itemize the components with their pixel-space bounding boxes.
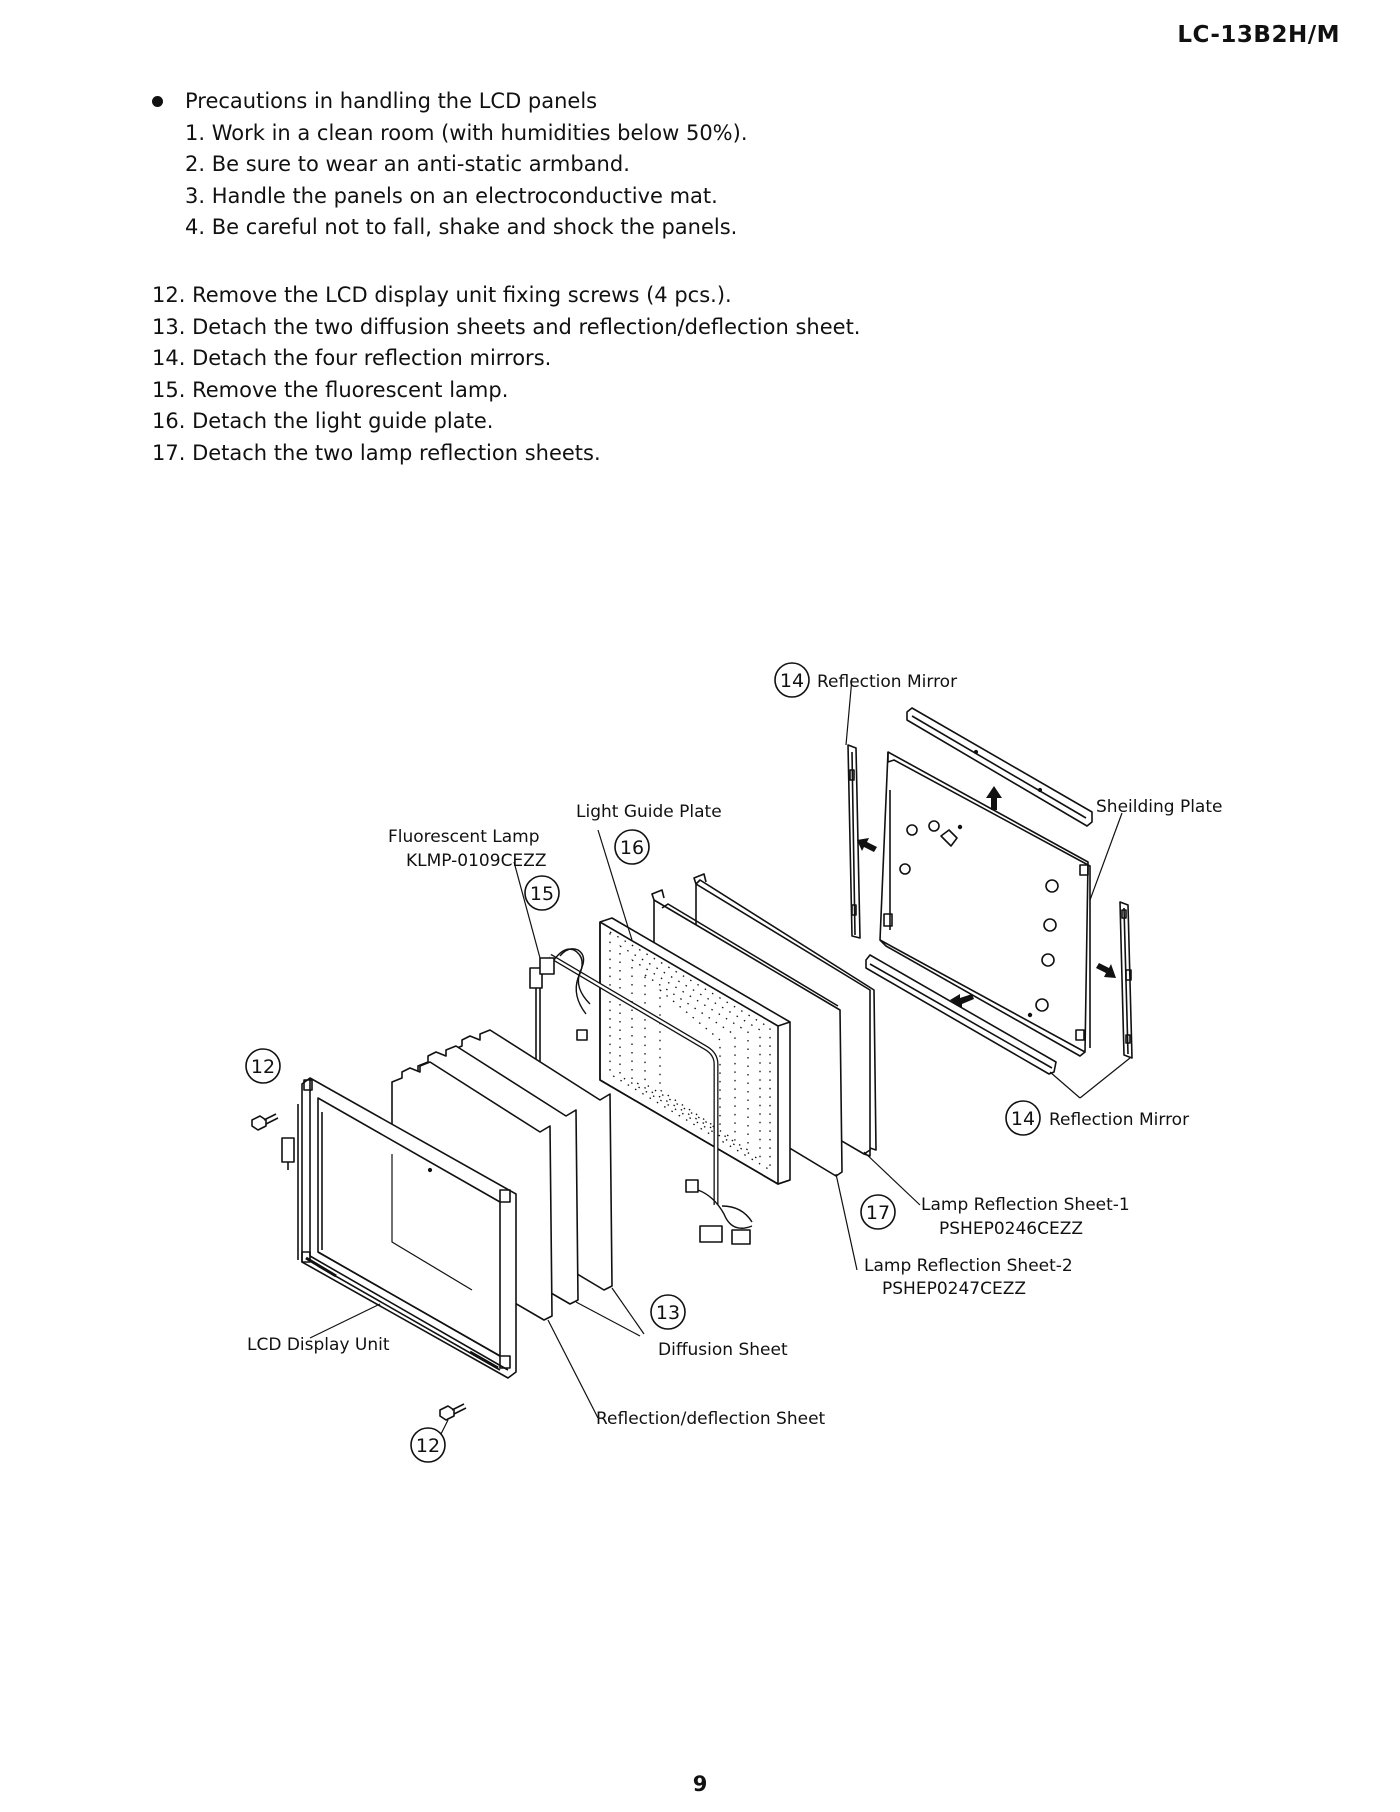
label-lamp-reflection-sheet-1-part: PSHEP0246CEZZ <box>939 1219 1083 1239</box>
callout-15: 15 <box>530 883 554 905</box>
label-lamp-reflection-sheet-1: Lamp Reflection Sheet-1 <box>921 1195 1130 1215</box>
callout-15-circle <box>524 875 560 911</box>
callout-13: 13 <box>656 1302 680 1324</box>
label-lcd-display-unit: LCD Display Unit <box>247 1335 390 1355</box>
step-item: 17. Detach the two lamp reflection sheet… <box>152 440 601 465</box>
label-diffusion-sheet: Diffusion Sheet <box>658 1340 788 1360</box>
removal-arrows <box>857 786 1116 1008</box>
precaution-item: 3. Handle the panels on an electroconduc… <box>185 183 718 208</box>
step-item: 15. Remove the fluorescent lamp. <box>152 377 509 402</box>
callout-16-circle <box>614 829 650 865</box>
label-lamp-reflection-sheet-2-part: PSHEP0247CEZZ <box>882 1279 1026 1299</box>
label-reflection-deflection-sheet: Reflection/deflection Sheet <box>596 1409 826 1429</box>
callout-14-top-circle <box>774 662 810 698</box>
model-number: LC-13B2H/M <box>1177 22 1340 48</box>
precaution-item: 4. Be careful not to fall, shake and sho… <box>185 215 738 240</box>
step-item: 16. Detach the light guide plate. <box>152 409 494 434</box>
label-fluorescent-lamp: Fluorescent Lamp <box>388 827 540 847</box>
page-number: 9 <box>692 1772 708 1796</box>
callout-17-circle <box>860 1194 896 1230</box>
step-item: 12. Remove the LCD display unit fixing s… <box>152 283 732 307</box>
shielding-plate <box>879 751 1123 1057</box>
step-item: 14. Detach the four reflection mirrors. <box>152 346 552 371</box>
precautions-title: Precautions in handling the LCD panels <box>185 89 598 113</box>
screw-top <box>251 1113 279 1131</box>
precautions-heading-row: Precautions in handling the LCD panels <box>152 86 748 118</box>
fluorescent-lamp <box>513 861 753 1245</box>
callout-12-bottom: 12 <box>416 1435 440 1457</box>
callout-13-circle <box>650 1294 686 1330</box>
label-fluorescent-lamp-part: KLMP-0109CEZZ <box>406 851 546 871</box>
disassembly-steps: 12. Remove the LCD display unit fixing s… <box>152 280 860 470</box>
callout-16: 16 <box>620 837 644 859</box>
step-item: 13. Detach the two diffusion sheets and … <box>152 314 861 339</box>
label-light-guide-plate: Light Guide Plate <box>576 802 722 822</box>
label-lamp-reflection-sheet-2: Lamp Reflection Sheet-2 <box>864 1256 1073 1276</box>
label-reflection-mirror-bottom: Reflection Mirror <box>1049 1110 1189 1130</box>
light-guide-plate <box>597 829 791 1185</box>
label-reflection-mirror-top: Reflection Mirror <box>817 672 957 692</box>
callout-14-bottom-circle <box>1005 1100 1041 1136</box>
label-shielding-plate: Sheilding Plate <box>1096 797 1222 817</box>
callout-17: 17 <box>866 1202 890 1224</box>
reflection-mirror-right-strip <box>1119 901 1133 1059</box>
callout-12-top-circle <box>245 1048 281 1084</box>
callout-12-top: 12 <box>251 1056 275 1078</box>
reflection-mirror-bottom-strip <box>865 954 1057 1075</box>
precautions-list: 1. Work in a clean room (with humidities… <box>185 118 748 244</box>
callout-14-bottom: 14 <box>1011 1108 1035 1130</box>
precaution-item: 1. Work in a clean room (with humidities… <box>185 120 748 145</box>
callout-12-bottom-circle <box>410 1427 446 1463</box>
reflection-mirror-top-strip <box>906 707 1093 827</box>
reflection-mirror-left-strip <box>845 677 861 939</box>
callout-14-top: 14 <box>780 670 804 692</box>
precautions-section: Precautions in handling the LCD panels 1… <box>152 86 748 244</box>
lcd-display-unit <box>281 1077 517 1379</box>
precaution-item: 2. Be sure to wear an anti-static armban… <box>185 152 630 177</box>
screw-bottom <box>439 1403 467 1421</box>
bullet-dot-icon <box>152 96 163 107</box>
